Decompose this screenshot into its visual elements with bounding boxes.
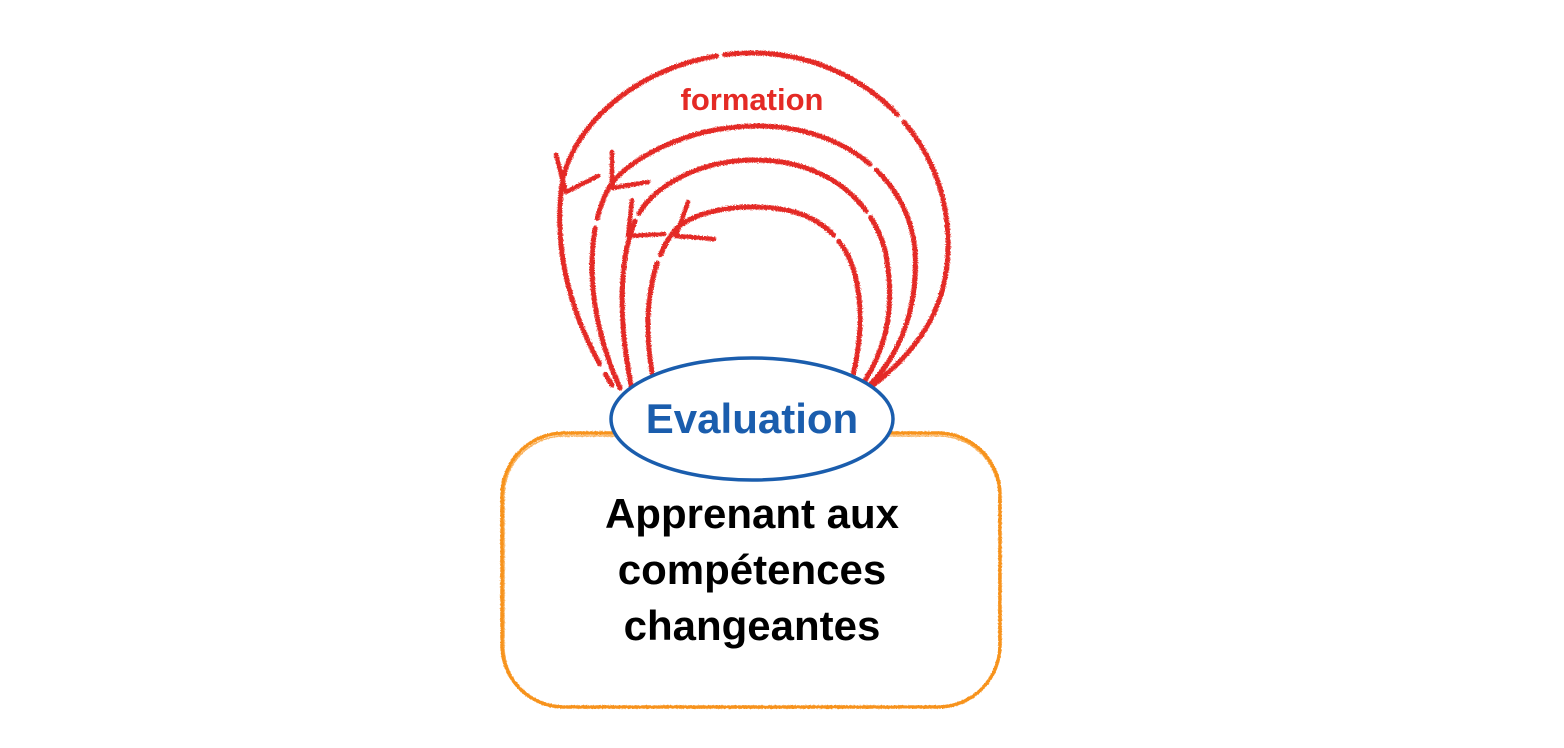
formation-label: formation [681, 82, 824, 117]
learner-label-line-1: Apprenant aux [605, 490, 900, 537]
learner-label: Apprenant aux compétences changeantes [605, 490, 900, 649]
formation-loop-4 [645, 204, 863, 391]
formation-loop-2 [589, 123, 918, 391]
chevron-arrowhead-icon [553, 152, 601, 195]
chevron-arrowhead-icon [609, 149, 651, 191]
evaluation-node: Evaluation [609, 356, 895, 482]
formation-loop-3 [619, 157, 893, 393]
evaluation-ellipse [609, 356, 895, 482]
learner-label-line-2: compétences [618, 546, 886, 593]
formation-loop-1 [557, 50, 951, 389]
chevron-arrowhead-icon [625, 197, 667, 239]
formation-loops [553, 50, 951, 393]
learner-label-line-3: changeantes [624, 602, 881, 649]
chevron-arrowhead-icon [673, 199, 717, 242]
evaluation-label: Evaluation [646, 395, 858, 442]
